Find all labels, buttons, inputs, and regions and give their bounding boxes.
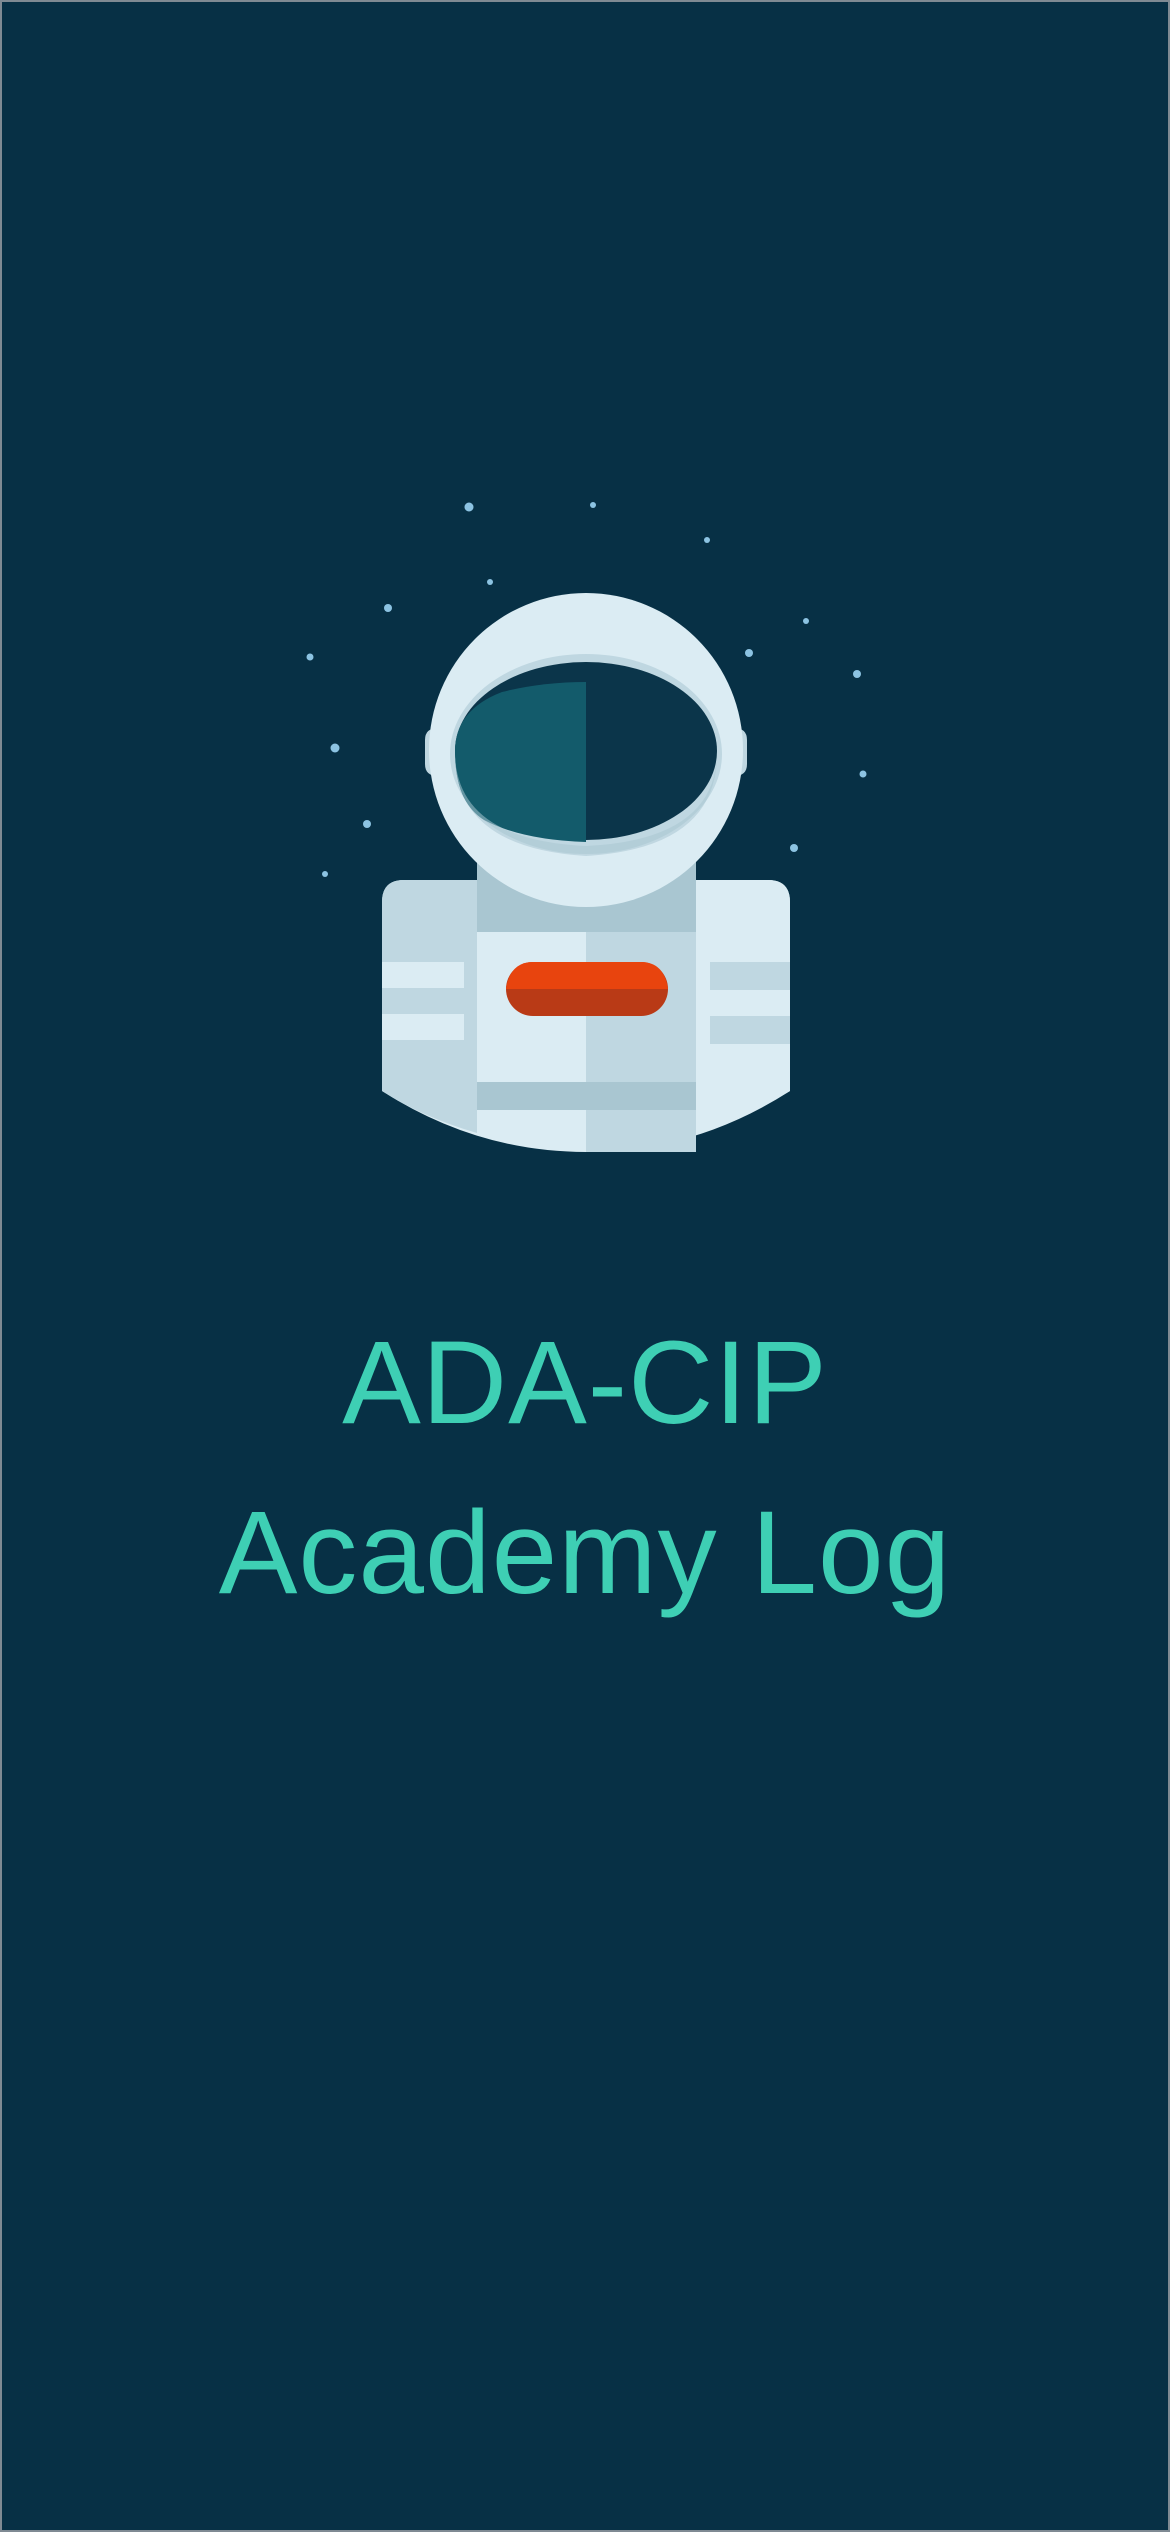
star xyxy=(590,502,596,508)
star xyxy=(790,844,798,852)
stars-icon xyxy=(306,502,867,877)
astronaut-icon xyxy=(382,593,790,1152)
arm-stripe xyxy=(710,990,790,1016)
star xyxy=(330,743,340,753)
visor-reflection xyxy=(455,682,586,842)
arm-stripe xyxy=(710,962,790,990)
arm-stripe xyxy=(710,1016,790,1044)
app-title-line-2: Academy Log xyxy=(218,1487,952,1619)
star xyxy=(464,502,474,512)
star xyxy=(384,604,392,612)
star xyxy=(853,670,861,678)
star xyxy=(745,649,753,657)
star xyxy=(487,579,493,585)
star xyxy=(704,537,710,543)
app-title-line-1: ADA-CIP xyxy=(342,1317,828,1449)
star xyxy=(306,653,314,661)
star xyxy=(859,770,867,778)
arm-stripe xyxy=(382,988,464,1014)
arm-stripe xyxy=(382,1014,464,1040)
chest-badge xyxy=(506,962,668,1016)
arm-stripe xyxy=(382,962,464,988)
star xyxy=(803,618,809,624)
suit-belt xyxy=(477,1082,696,1110)
star xyxy=(322,871,328,877)
astronaut-illustration xyxy=(306,502,867,1152)
star xyxy=(363,820,371,828)
